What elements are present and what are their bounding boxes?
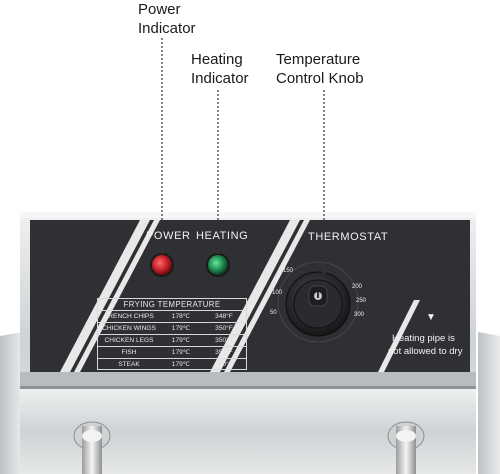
table-row: CHICKEN WINGS 179℃ 350°F (98, 323, 246, 335)
leader-dot (160, 250, 164, 254)
food-cell: CHICKEN WINGS (102, 325, 156, 332)
power-indicator-lamp (150, 253, 174, 277)
callout-line-2: Indicator (191, 70, 249, 87)
dial-mark: 100 (272, 290, 283, 296)
callout-line-2: Indicator (138, 20, 196, 37)
control-box-top-edge (20, 212, 476, 218)
food-cell: FRENCH CHIPS (104, 313, 154, 320)
temperature-knob-callout: Temperature Control Knob (276, 50, 364, 88)
leader-dot (216, 250, 220, 254)
celsius-cell: 179℃ (171, 349, 191, 356)
leader-dot (322, 270, 326, 274)
fahrenheit-cell: 348°F (215, 313, 233, 320)
heating-indicator-lamp (206, 253, 230, 277)
food-cell: STEAK (118, 361, 140, 368)
celsius-cell: 179℃ (171, 325, 191, 332)
table-row: FRENCH CHIPS 178℃ 348°F (98, 311, 246, 323)
table-row: STEAK 179℃ 350°F (98, 359, 246, 370)
warning-triangle-icon: ▼ (426, 312, 436, 323)
table-row: CHICKEN LEGS 179℃ 350°F (98, 335, 246, 347)
frying-temperature-table: FRYING TEMPERATURE FRENCH CHIPS 178℃ 348… (97, 298, 247, 370)
panel-shadow (20, 386, 476, 389)
panel-stripe (60, 220, 150, 372)
callout-line-1: Power (138, 1, 181, 18)
warning-text-line-2: not allowed to dry (388, 346, 463, 357)
dial-mark: 200 (352, 284, 363, 290)
thermostat-dial-ring (277, 261, 359, 343)
callout-line-2: Control Knob (276, 70, 364, 87)
dial-mark: 300 (354, 312, 365, 318)
table-row: FISH 179℃ 350°F (98, 347, 246, 359)
heating-label: HEATING (196, 230, 249, 242)
fahrenheit-cell: 350°F (215, 337, 233, 344)
temperature-control-knob[interactable] (285, 271, 351, 337)
callout-line-1: Heating (191, 51, 243, 68)
table-title: FRYING TEMPERATURE (98, 299, 246, 311)
panel-lower-lip (20, 372, 476, 386)
fahrenheit-cell: 350°F (215, 349, 233, 356)
dial-mark: 50 (270, 310, 277, 316)
tank-left-wall (0, 332, 22, 474)
heating-pipe-left (73, 421, 111, 474)
power-indicator-callout: Power Indicator (138, 0, 196, 38)
fahrenheit-cell: 350°F (215, 361, 233, 368)
fahrenheit-cell: 350°F (215, 325, 233, 332)
celsius-cell: 179℃ (171, 337, 191, 344)
celsius-cell: 178℃ (171, 313, 191, 320)
panel-stripe (378, 300, 420, 372)
heating-indicator-callout: Heating Indicator (191, 50, 249, 88)
power-label: POWER (146, 230, 191, 242)
callout-line-1: Temperature (276, 51, 361, 68)
warning-text-line-1: Heating pipe is (392, 333, 455, 344)
dial-mark: 150 (283, 268, 294, 274)
panel-stripe (74, 220, 160, 372)
heating-pipe-right (387, 421, 425, 474)
thermostat-label: THERMOSTAT (308, 231, 389, 243)
table-body: FRENCH CHIPS 178℃ 348°F CHICKEN WINGS 17… (98, 311, 246, 370)
food-cell: FISH (121, 349, 137, 356)
celsius-cell: 179℃ (171, 361, 191, 368)
dial-mark: 250 (356, 298, 367, 304)
tank-right-wall (478, 332, 500, 474)
food-cell: CHICKEN LEGS (104, 337, 154, 344)
